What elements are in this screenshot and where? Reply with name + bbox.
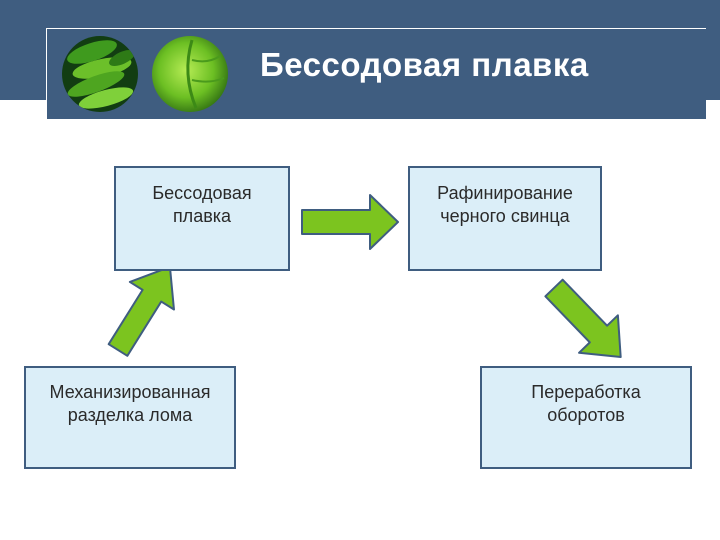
- arrow-n2-to-n4: [544, 278, 622, 359]
- node-scrap-cutting: Механизированная разделка лома: [24, 366, 236, 469]
- node-refining: Рафинирование черного свинца: [408, 166, 602, 271]
- leaf-image-1: [62, 36, 138, 112]
- node-recycling: Переработка оборотов: [480, 366, 692, 469]
- node-smelting: Бессодовая плавка: [114, 166, 290, 271]
- page-title: Бессодовая плавка: [260, 46, 589, 83]
- leaf-image-2: [152, 36, 228, 112]
- arrow-n3-to-n1: [107, 265, 175, 357]
- arrow-n1-to-n2: [301, 194, 399, 250]
